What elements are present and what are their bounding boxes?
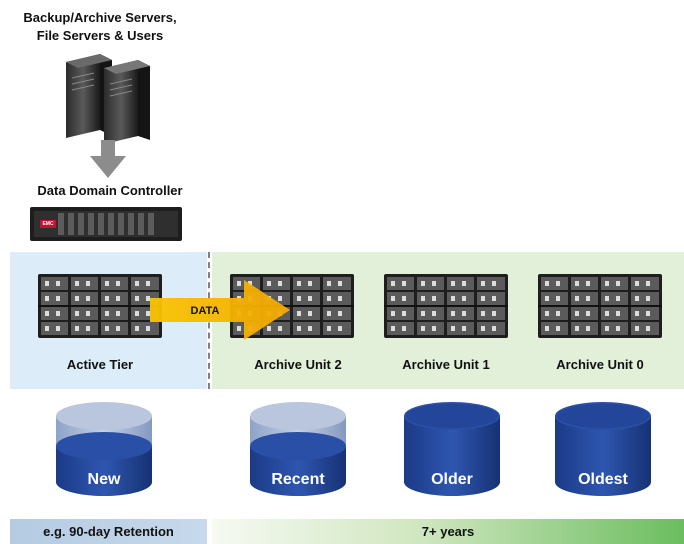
archive-unit-2-label: Archive Unit 2 bbox=[254, 357, 342, 372]
archive-retention-band: 7+ years bbox=[212, 519, 684, 544]
archive-unit-1-shelf-icon bbox=[384, 274, 508, 338]
controller-appliance-icon bbox=[30, 207, 182, 241]
controller-title: Data Domain Controller bbox=[37, 183, 183, 198]
archive-unit-1-label: Archive Unit 1 bbox=[402, 357, 490, 372]
controller-brand-label: EMC bbox=[42, 221, 54, 227]
servers-title-line1: Backup/Archive Servers, bbox=[23, 10, 177, 25]
oldest-data-label: Oldest bbox=[578, 471, 628, 488]
active-retention-label: e.g. 90-day Retention bbox=[43, 524, 174, 539]
server-towers-icon bbox=[66, 54, 150, 144]
servers-title: Backup/Archive Servers, File Servers & U… bbox=[0, 9, 200, 45]
active-retention-band: e.g. 90-day Retention bbox=[10, 519, 207, 544]
older-data-label: Older bbox=[431, 471, 473, 488]
archive-retention-label: 7+ years bbox=[421, 524, 475, 539]
recent-data-label: Recent bbox=[271, 471, 325, 488]
active-tier-label: Active Tier bbox=[66, 357, 134, 372]
archive-unit-0-shelf-icon bbox=[538, 274, 662, 338]
archive-unit-0-label: Archive Unit 0 bbox=[556, 357, 644, 372]
data-flow-arrow-icon bbox=[150, 280, 290, 340]
servers-title-line2: File Servers & Users bbox=[36, 28, 164, 43]
active-tier-shelf-icon bbox=[38, 274, 162, 338]
data-flow-label: DATA bbox=[190, 305, 220, 317]
new-data-label: New bbox=[87, 471, 121, 488]
down-arrow-icon bbox=[90, 140, 126, 178]
